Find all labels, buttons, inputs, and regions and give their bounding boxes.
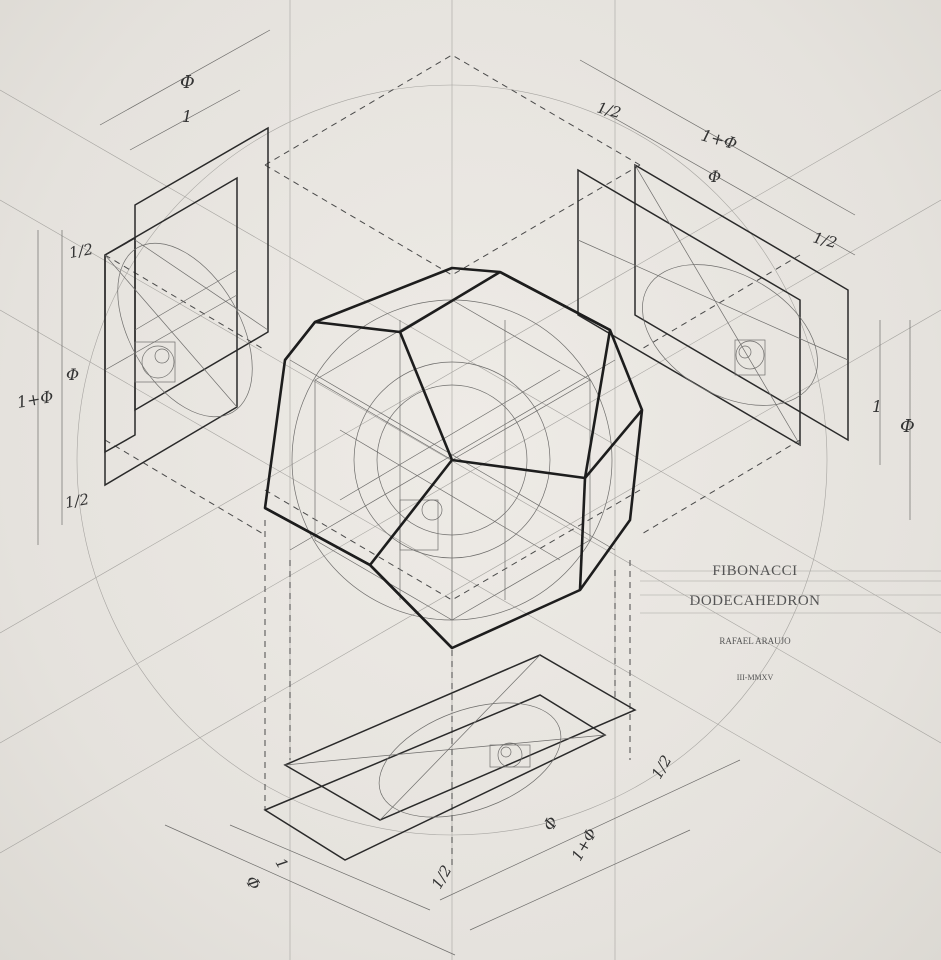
dim-one-top-left: 1 (182, 107, 192, 126)
dim-half-left-upper: 1/2 (68, 240, 95, 262)
dim-phi-left: Φ (66, 365, 79, 384)
dim-phi-top-left: Φ (180, 72, 195, 93)
dimension-labels: Φ 1 1/2 1+Φ Φ 1/2 1/2 1+Φ Φ 1/2 1 Φ Φ 1 … (15, 72, 914, 893)
title-rules (640, 570, 941, 614)
author: RAFAEL ARAUJO (719, 636, 791, 646)
projection-dashes (104, 54, 801, 870)
title-block: FIBONACCI DODECAHEDRON RAFAEL ARAUJO III… (640, 560, 870, 682)
dim-phi-right: Φ (900, 416, 915, 437)
dim-phi-bottom-left: Φ (242, 873, 265, 894)
dim-one-plus-phi-left: 1+Φ (15, 387, 54, 412)
dim-half-right: 1/2 (811, 228, 839, 252)
dim-one-plus-phi-bottom: 1+Φ (568, 825, 601, 864)
dim-half-bottom: 1/2 (428, 862, 456, 892)
title-line-2: DODECAHEDRON (689, 593, 821, 609)
dodecahedron (263, 266, 644, 650)
dim-phi-top-right: Φ (708, 167, 721, 186)
date: III-MMXV (736, 673, 774, 682)
dim-half-top-right: 1/2 (595, 98, 623, 122)
left-panel (104, 126, 269, 487)
dimension-lines (37, 29, 911, 956)
bottom-panel (263, 654, 637, 861)
dim-one-bottom-left: 1 (272, 855, 292, 872)
dim-one-plus-phi-top-right: 1+Φ (699, 126, 739, 154)
dim-half-left-lower: 1/2 (64, 490, 91, 512)
dim-phi-bottom: Φ (539, 813, 562, 834)
dim-one-right: 1 (872, 397, 882, 416)
title-line-1: FIBONACCI (712, 563, 798, 579)
right-panel (577, 163, 849, 447)
dodecahedron-construction (289, 299, 616, 621)
